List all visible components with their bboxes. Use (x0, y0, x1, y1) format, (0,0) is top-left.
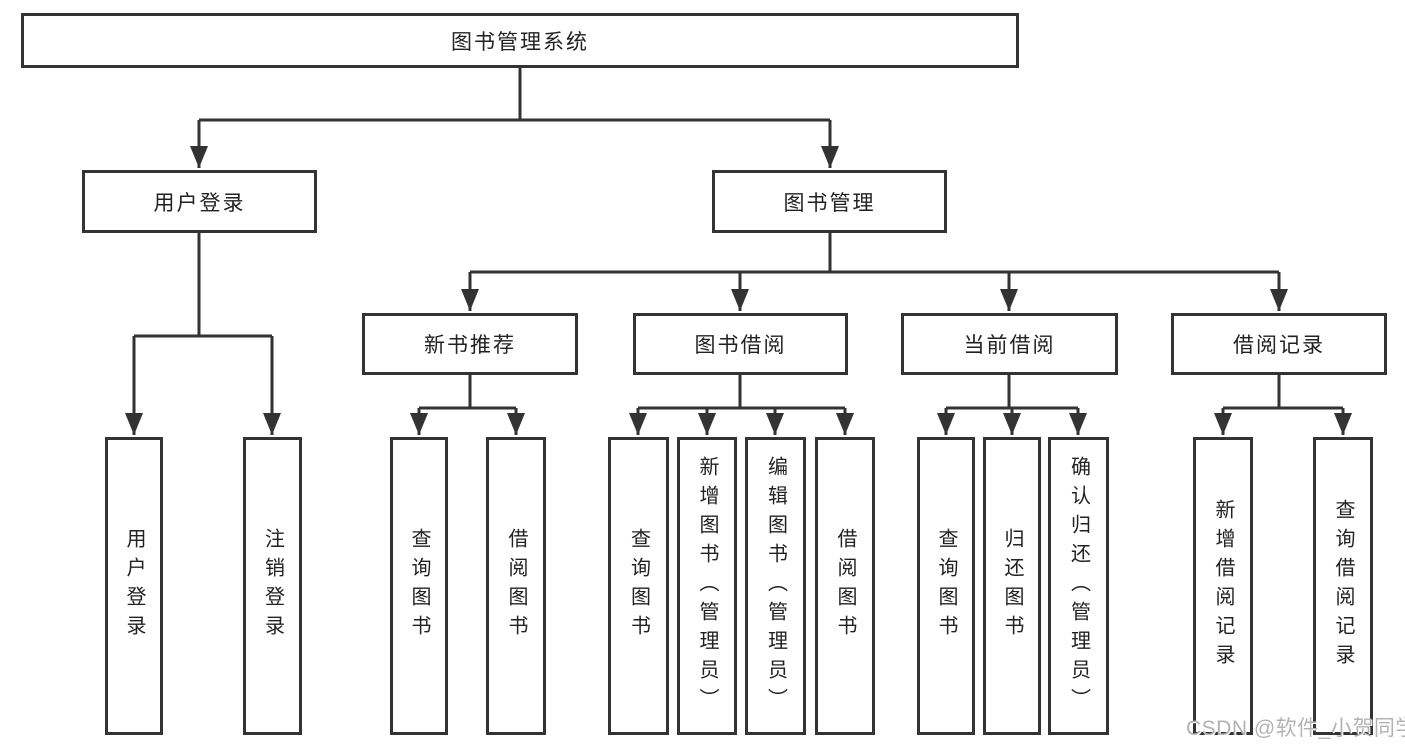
leaf-edit-books-admin: 编辑图书（管理员） (745, 437, 806, 735)
leaf-add-borrow-record: 新增借阅记录 (1193, 437, 1253, 735)
csdn-watermark: CSDN @软件_小贺同学 (1186, 717, 1405, 740)
leaf-query-books-current: 查询图书 (917, 437, 975, 735)
leaf-borrow-books: 借阅图书 (815, 437, 875, 735)
node-book-management: 图书管理 (712, 170, 947, 233)
leaf-query-borrow-record: 查询借阅记录 (1313, 437, 1373, 735)
leaf-user-login: 用户登录 (105, 437, 163, 735)
node-borrowing-records: 借阅记录 (1171, 313, 1387, 375)
leaf-borrow-books-recommendation: 借阅图书 (486, 437, 546, 735)
leaf-add-books-admin: 新增图书（管理员） (677, 437, 737, 735)
node-new-book-recommendation: 新书推荐 (362, 313, 578, 375)
leaf-query-books-recommendation: 查询图书 (390, 437, 448, 735)
node-current-borrowing: 当前借阅 (901, 313, 1118, 375)
leaf-query-books-borrowing: 查询图书 (608, 437, 669, 735)
node-user-login: 用户登录 (82, 170, 317, 233)
node-book-borrowing: 图书借阅 (633, 313, 848, 375)
leaf-confirm-return-admin: 确认归还（管理员） (1048, 437, 1109, 735)
node-root: 图书管理系统 (21, 13, 1019, 68)
leaf-logout: 注销登录 (243, 437, 302, 735)
leaf-return-books: 归还图书 (983, 437, 1041, 735)
